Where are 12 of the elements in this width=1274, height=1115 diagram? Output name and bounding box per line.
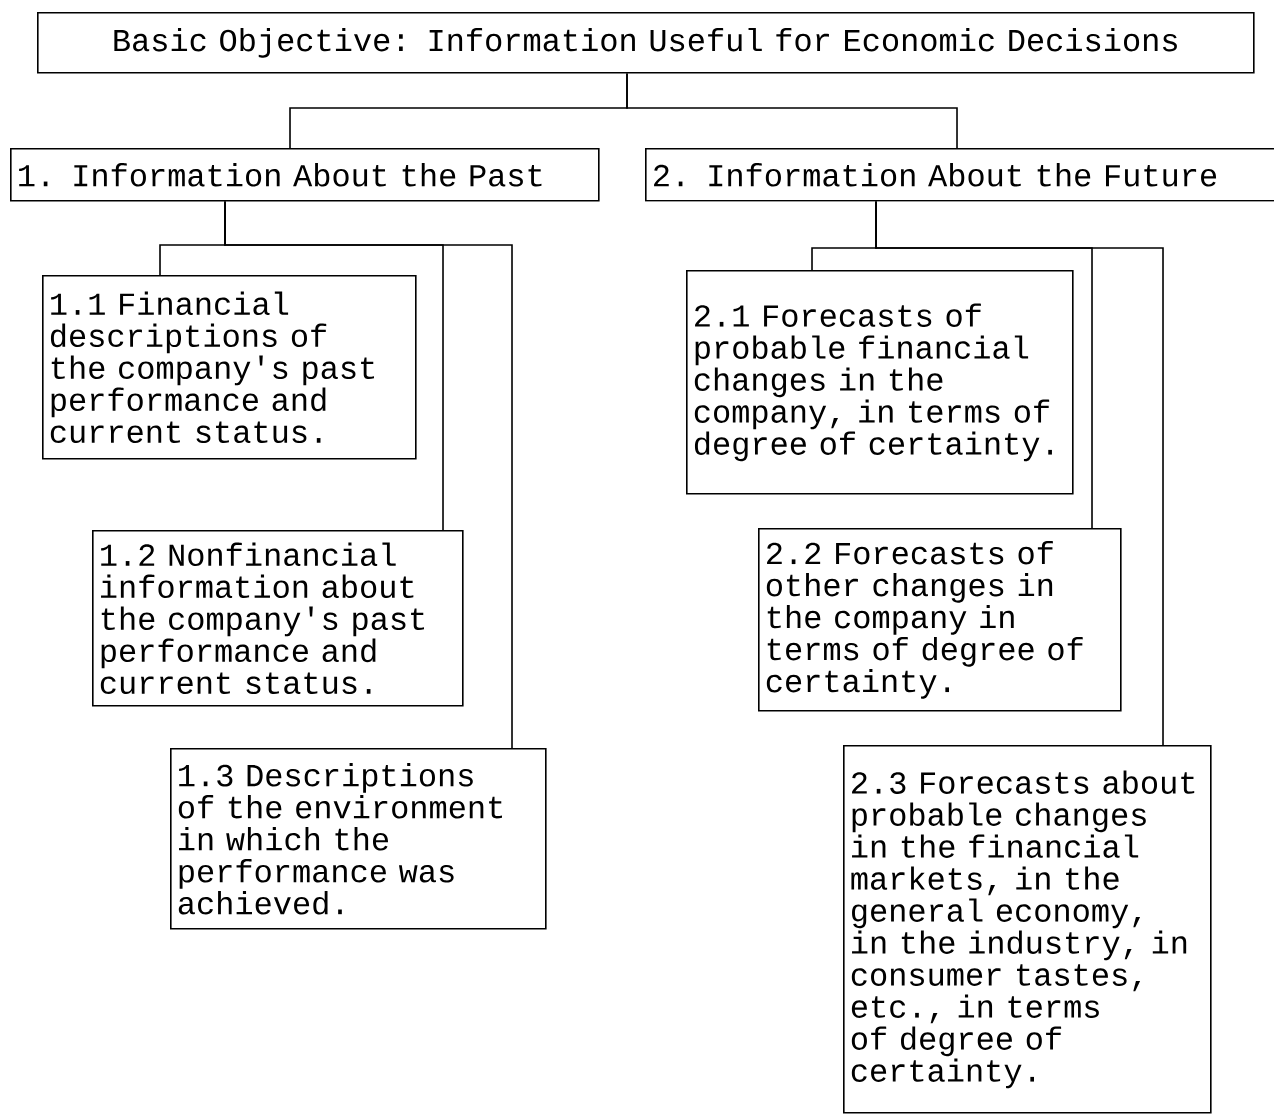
item-box: 2.2 Forecasts of other changes in the company in terms of degree of certainty. (758, 528, 1122, 712)
connector-line (626, 72, 958, 149)
item-box: 1.2 Nonfinancial information about the company's past performance and current status. (92, 530, 464, 707)
item-box: 2.1 Forecasts of probable financial changes in the company, in terms of degree of certainty. (686, 270, 1074, 495)
objective-box: Basic Objective: Information Useful for Economic Decisions (37, 12, 1255, 74)
item-box: 1.3 Descriptions of the environment in which the performance was achieved. (170, 748, 547, 930)
item-box: 1.1 Financial descriptions of the company's past performance and current status. (42, 275, 417, 460)
connector-line (224, 200, 513, 749)
category-box: 1. Information About the Past (10, 148, 600, 202)
category-box: 2. Information About the Future (645, 148, 1274, 202)
connector-line (875, 200, 1164, 746)
item-box: 2.3 Forecasts about probable changes in the financial markets, in the general economy, in the industry, in consumer tastes, etc., in terms of degree of certainty. (843, 745, 1212, 1114)
